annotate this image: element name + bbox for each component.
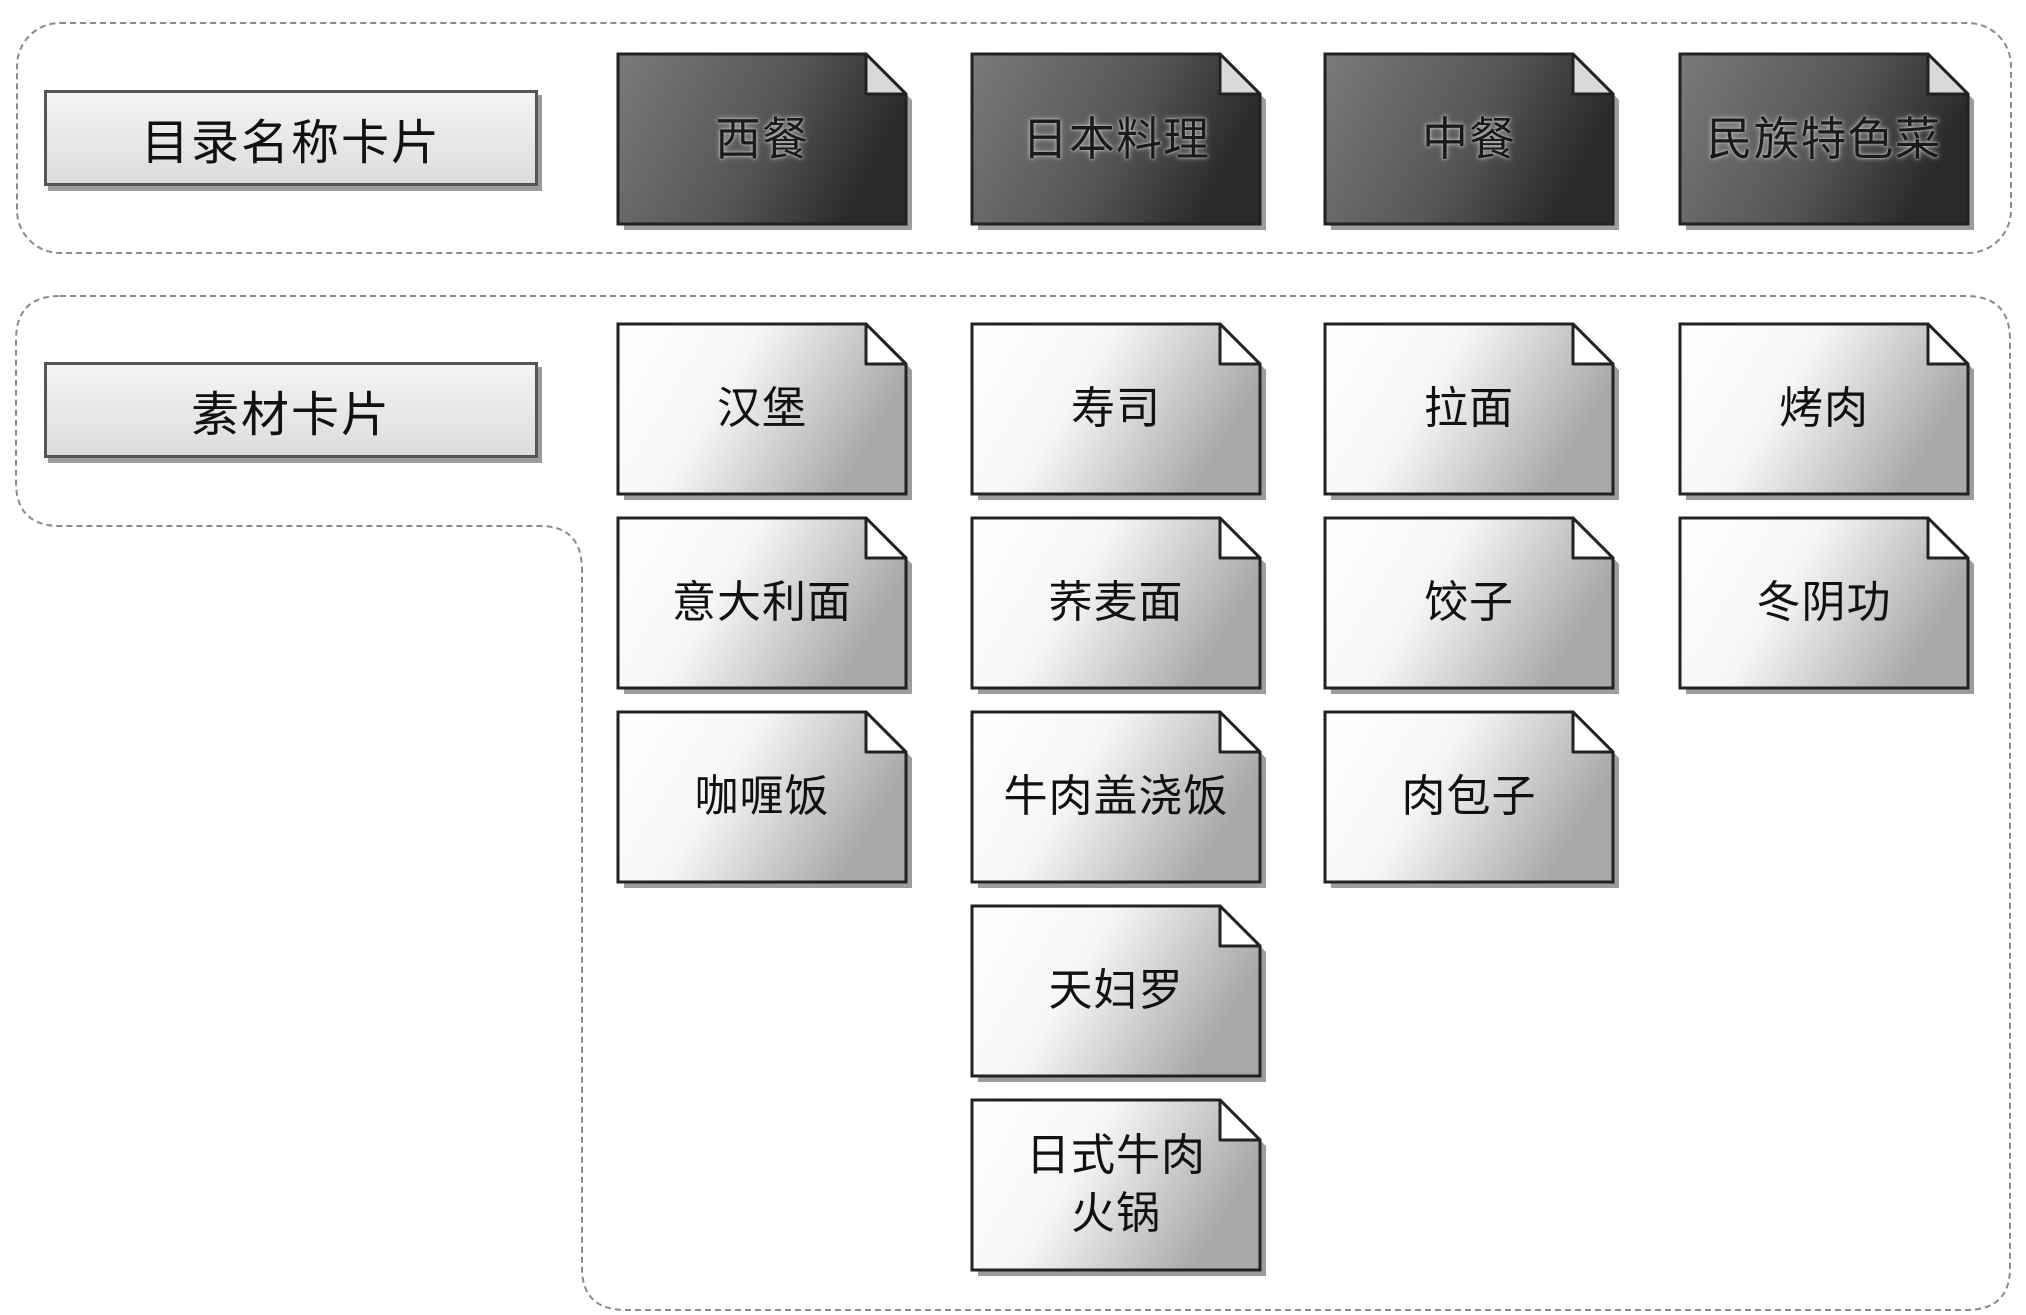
material-card-label: 天妇罗	[1048, 965, 1184, 1016]
material-card: 日式牛肉 火锅	[970, 1098, 1266, 1276]
card-fold	[864, 516, 908, 560]
material-card: 牛肉盖浇饭	[970, 710, 1266, 888]
card-fold	[1571, 52, 1615, 96]
card-body	[616, 322, 908, 496]
category-card: 中餐	[1323, 52, 1619, 230]
material-card: 天妇罗	[970, 904, 1266, 1082]
material-card-label: 寿司	[1071, 383, 1161, 434]
card-body	[616, 710, 908, 884]
card-fold	[1571, 710, 1615, 754]
card-body	[616, 516, 908, 690]
material-card-label: 牛肉盖浇饭	[1003, 771, 1229, 822]
card-body	[1323, 322, 1615, 496]
card-body	[970, 1098, 1262, 1272]
card-fold	[1571, 322, 1615, 366]
material-card: 意大利面	[616, 516, 912, 694]
card-fold	[1218, 904, 1262, 948]
catalog-card-label: 目录名称卡片	[44, 90, 538, 186]
material-card: 拉面	[1323, 322, 1619, 500]
material-card-label: 素材卡片	[44, 362, 538, 458]
card-body	[970, 710, 1262, 884]
card-fold	[1926, 52, 1970, 96]
card-body	[970, 904, 1262, 1078]
material-card: 汉堡	[616, 322, 912, 500]
card-body	[1323, 710, 1615, 884]
card-fold	[1218, 322, 1262, 366]
card-body	[1323, 52, 1615, 226]
card-fold	[1571, 516, 1615, 560]
material-card: 烤肉	[1678, 322, 1974, 500]
material-card-label: 饺子	[1424, 577, 1514, 628]
category-card-label: 日本料理	[1022, 112, 1210, 166]
material-card-label: 意大利面	[672, 577, 852, 628]
category-card: 西餐	[616, 52, 912, 230]
material-card: 饺子	[1323, 516, 1619, 694]
material-card-label: 荞麦面	[1048, 577, 1184, 628]
card-body	[1678, 322, 1970, 496]
material-card: 寿司	[970, 322, 1266, 500]
card-body	[1678, 516, 1970, 690]
card-fold	[1218, 1098, 1262, 1142]
category-card-label: 中餐	[1422, 112, 1516, 166]
card-body	[970, 52, 1262, 226]
category-card: 日本料理	[970, 52, 1266, 230]
card-fold	[1218, 52, 1262, 96]
catalog-row-panel	[16, 22, 2012, 254]
material-card-label: 冬阴功	[1756, 577, 1892, 628]
material-card-label: 日式牛肉 火锅	[1026, 1130, 1206, 1239]
category-card-label: 西餐	[715, 112, 809, 166]
card-body	[970, 516, 1262, 690]
card-body	[1323, 516, 1615, 690]
card-fold	[1926, 322, 1970, 366]
material-card-label: 烤肉	[1779, 383, 1869, 434]
material-card: 肉包子	[1323, 710, 1619, 888]
material-card-label: 肉包子	[1401, 771, 1537, 822]
card-fold	[864, 710, 908, 754]
material-card: 荞麦面	[970, 516, 1266, 694]
category-card: 民族特色菜	[1678, 52, 1974, 230]
material-card: 冬阴功	[1678, 516, 1974, 694]
card-fold	[1218, 516, 1262, 560]
card-fold	[1218, 710, 1262, 754]
material-card-label: 汉堡	[717, 383, 807, 434]
material-card-label: 咖喱饭	[694, 771, 830, 822]
material-card: 咖喱饭	[616, 710, 912, 888]
card-fold	[1926, 516, 1970, 560]
card-body	[970, 322, 1262, 496]
card-fold	[864, 322, 908, 366]
card-body	[1678, 52, 1970, 226]
category-card-label: 民族特色菜	[1706, 112, 1942, 166]
card-fold	[864, 52, 908, 96]
material-card-label: 拉面	[1424, 383, 1514, 434]
card-body	[616, 52, 908, 226]
